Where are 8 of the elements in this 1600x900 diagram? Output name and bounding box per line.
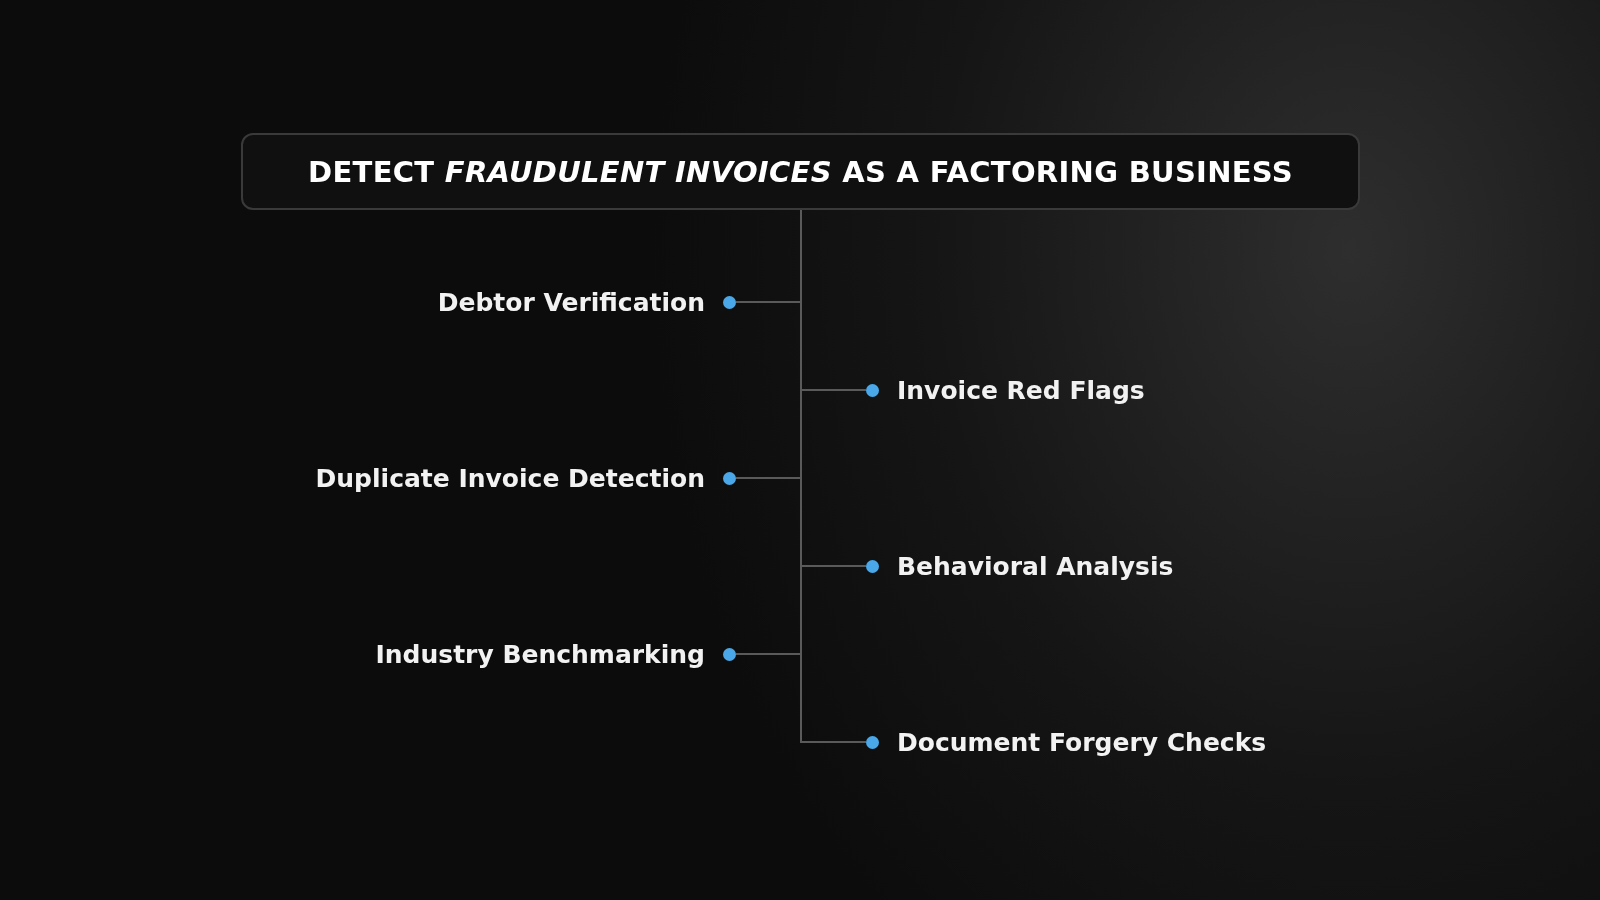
item-label: Duplicate Invoice Detection bbox=[315, 463, 705, 493]
item-label: Behavioral Analysis bbox=[897, 551, 1174, 581]
item-label: Invoice Red Flags bbox=[897, 375, 1145, 405]
item-label: Document Forgery Checks bbox=[897, 727, 1267, 757]
item-label: Debtor Verification bbox=[437, 287, 705, 317]
item-label: Industry Benchmarking bbox=[375, 639, 705, 669]
title-banner bbox=[241, 133, 1360, 210]
title-text: DETECT FRAUDULENT INVOICES AS A FACTORING BUSINESS bbox=[308, 154, 1293, 189]
